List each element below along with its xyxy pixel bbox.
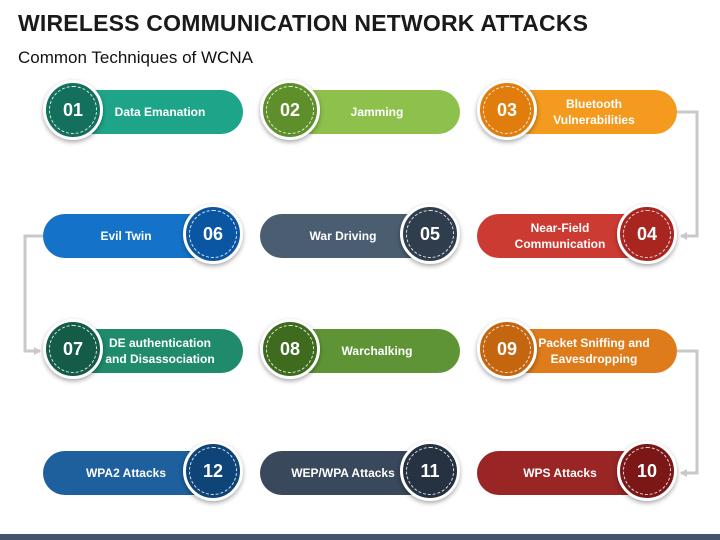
step-05-label: War Driving bbox=[309, 229, 377, 243]
step-02: Jamming 02 bbox=[260, 80, 460, 140]
step-04-label: Near-Field Communication bbox=[514, 221, 606, 251]
step-02-label: Jamming bbox=[350, 105, 404, 119]
step-08-number: 08 bbox=[279, 338, 301, 359]
step-10-label: WPS Attacks bbox=[523, 466, 597, 480]
step-01-label: Data Emanation bbox=[114, 105, 206, 119]
step-02-number: 02 bbox=[279, 99, 301, 120]
step-09-number: 09 bbox=[496, 338, 518, 359]
step-06-badge: 06 bbox=[183, 204, 243, 264]
connector-06-07 bbox=[23, 234, 43, 355]
step-08-label: Warchalking bbox=[341, 344, 413, 358]
step-05-number: 05 bbox=[419, 223, 441, 244]
step-03-number: 03 bbox=[496, 99, 518, 120]
step-10: WPS Attacks 10 bbox=[477, 441, 677, 501]
step-02-badge: 02 bbox=[260, 80, 320, 140]
step-01: Data Emanation 01 bbox=[43, 80, 243, 140]
step-09: Packet Sniffing and Eavesdropping 09 bbox=[477, 319, 677, 379]
page-subtitle: Common Techniques of WCNA bbox=[18, 48, 253, 67]
step-12: WPA2 Attacks 12 bbox=[43, 441, 243, 501]
step-12-label: WPA2 Attacks bbox=[85, 466, 167, 480]
step-06: Evil Twin 06 bbox=[43, 204, 243, 264]
step-05-badge: 05 bbox=[400, 204, 460, 264]
step-04-badge: 04 bbox=[617, 204, 677, 264]
step-07: DE authentication and Disassociation 07 bbox=[43, 319, 243, 379]
step-03: Bluetooth Vulnerabilities 03 bbox=[477, 80, 677, 140]
step-12-badge: 12 bbox=[183, 441, 243, 501]
step-09-label: Packet Sniffing and Eavesdropping bbox=[538, 336, 650, 366]
step-05: War Driving 05 bbox=[260, 204, 460, 264]
step-01-number: 01 bbox=[62, 99, 84, 120]
step-11: WEP/WPA Attacks 11 bbox=[260, 441, 460, 501]
step-07-label: DE authentication and Disassociation bbox=[105, 336, 215, 366]
step-12-number: 12 bbox=[202, 460, 224, 481]
step-09-badge: 09 bbox=[477, 319, 537, 379]
step-04: Near-Field Communication 04 bbox=[477, 204, 677, 264]
bottom-accent-bar bbox=[0, 534, 720, 540]
step-08-badge: 08 bbox=[260, 319, 320, 379]
step-03-badge: 03 bbox=[477, 80, 537, 140]
page-title: WIRELESS COMMUNICATION NETWORK ATTACKS bbox=[18, 10, 589, 36]
step-11-label: WEP/WPA Attacks bbox=[291, 466, 395, 480]
step-07-badge: 07 bbox=[43, 319, 103, 379]
step-06-label: Evil Twin bbox=[100, 229, 152, 243]
step-10-badge: 10 bbox=[617, 441, 677, 501]
connector-03-04 bbox=[677, 110, 699, 240]
step-01-badge: 01 bbox=[43, 80, 103, 140]
step-10-number: 10 bbox=[636, 460, 658, 481]
step-08: Warchalking 08 bbox=[260, 319, 460, 379]
step-04-number: 04 bbox=[636, 223, 658, 244]
step-03-label: Bluetooth Vulnerabilities bbox=[553, 97, 635, 127]
step-11-badge: 11 bbox=[400, 441, 460, 501]
step-06-number: 06 bbox=[202, 223, 224, 244]
connector-09-10 bbox=[677, 349, 699, 477]
step-11-number: 11 bbox=[420, 460, 440, 481]
step-07-number: 07 bbox=[62, 338, 84, 359]
